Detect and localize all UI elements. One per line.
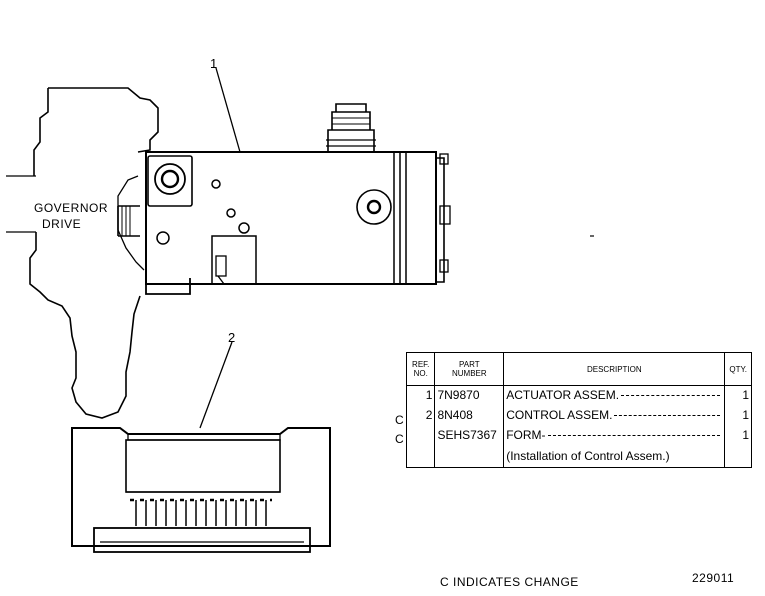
desc-text: CONTROL ASSEM. — [506, 408, 613, 423]
cell-description: ACTUATOR ASSEM. — [503, 385, 726, 407]
table-row: 2 8N408 CONTROL ASSEM. 1 — [405, 406, 752, 427]
governor-label-line2: DRIVE — [41, 217, 83, 231]
cell-qty: 1 — [724, 406, 752, 427]
desc-text: ACTUATOR ASSEM. — [506, 388, 620, 402]
header-qty: QTY. — [724, 352, 752, 386]
cell-qty — [724, 446, 752, 468]
header-part-line2: NUMBER — [452, 369, 487, 378]
header-ref-line2: NO. — [413, 369, 428, 378]
cell-part-number: 8N408 — [434, 406, 505, 427]
header-part-number: PART NUMBER — [434, 352, 505, 386]
dotted-leader — [614, 415, 721, 417]
cell-part-number: SEHS7367 — [434, 426, 505, 447]
header-description: DESCRIPTION — [503, 352, 726, 386]
callout-2-leader — [199, 341, 233, 429]
governor-label-line1: GOVERNOR — [33, 201, 110, 215]
callout-2: 2 — [228, 330, 236, 345]
cell-qty: 1 — [724, 385, 752, 407]
header-part-line1: PART — [459, 360, 480, 369]
dotted-leader — [621, 395, 721, 396]
change-note: C INDICATES CHANGE — [440, 575, 579, 589]
cell-ref: 1 — [405, 385, 436, 407]
callout-1-leader — [215, 67, 241, 153]
header-ref-line1: REF. — [412, 360, 430, 369]
governor-housing-outline — [6, 87, 159, 419]
actuator-assembly — [145, 103, 451, 295]
table-row: (Installation of Control Assem.) — [405, 446, 752, 468]
cell-description: FORM- — [503, 426, 726, 447]
control-assembly — [71, 427, 331, 553]
cell-qty: 1 — [724, 426, 752, 447]
cell-part-number — [434, 446, 505, 468]
header-ref-no: REF. NO. — [405, 352, 436, 386]
change-mark-row-2: C — [395, 413, 404, 427]
cell-description: (Installation of Control Assem.) — [503, 446, 726, 468]
change-mark-row-3: C — [395, 432, 404, 446]
cell-ref — [405, 426, 436, 447]
cell-ref: 2 — [405, 406, 436, 427]
parts-table-header-row: REF. NO. PART NUMBER DESCRIPTION QTY. — [405, 352, 752, 386]
dotted-leader — [547, 435, 721, 437]
cell-ref — [405, 446, 436, 468]
cell-part-number: 7N9870 — [434, 385, 505, 407]
cell-description: CONTROL ASSEM. — [503, 406, 726, 427]
table-row: 1 7N9870 ACTUATOR ASSEM. 1 — [405, 385, 752, 407]
callout-1: 1 — [210, 56, 218, 71]
figure-number: 229011 — [692, 571, 735, 585]
table-row: SEHS7367 FORM- 1 — [405, 426, 752, 447]
desc-text: FORM- — [506, 428, 546, 443]
parts-list-table: REF. NO. PART NUMBER DESCRIPTION QTY. 1 … — [405, 352, 752, 468]
